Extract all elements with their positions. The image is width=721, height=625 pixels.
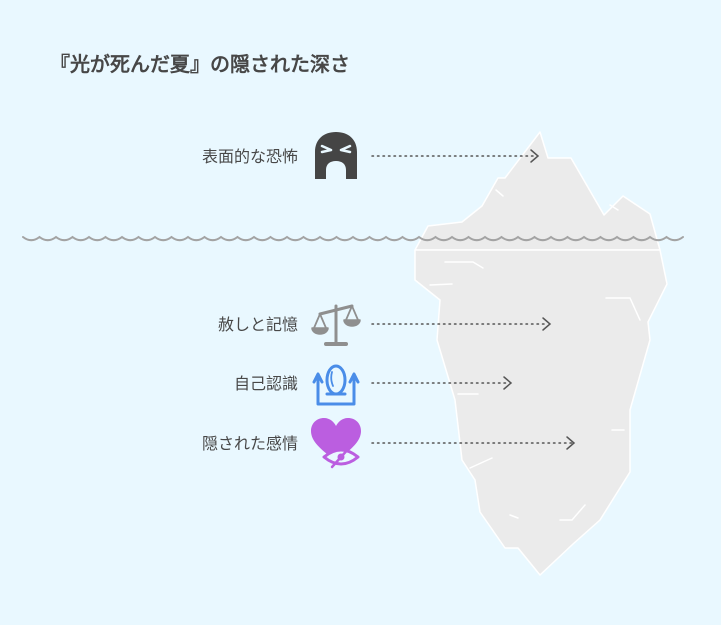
item-label-surface-fear: 表面的な恐怖: [201, 147, 298, 166]
heart-eye-icon: [311, 418, 361, 469]
item-label-self-awareness: 自己認識: [233, 374, 298, 393]
water-line: [22, 235, 684, 242]
item-label-forgiveness-memory: 赦しと記憶: [217, 315, 298, 334]
connectors: [371, 149, 576, 450]
angry-face-icon: [315, 132, 357, 179]
connector-arrow-4: [566, 436, 576, 450]
item-label-hidden-emotions: 隠された感情: [201, 434, 298, 453]
connector-arrow-1: [530, 149, 540, 163]
mirror-icon: [312, 364, 360, 406]
connector-arrow-3: [503, 376, 513, 390]
connector-arrow-2: [542, 317, 552, 331]
scales-icon: [311, 304, 361, 346]
diagram-title: 『光が死んだ夏』の隠された深さ: [50, 52, 350, 76]
iceberg-tip: [414, 131, 661, 251]
iceberg-crevices: [429, 189, 641, 521]
iceberg-body: [414, 249, 668, 576]
